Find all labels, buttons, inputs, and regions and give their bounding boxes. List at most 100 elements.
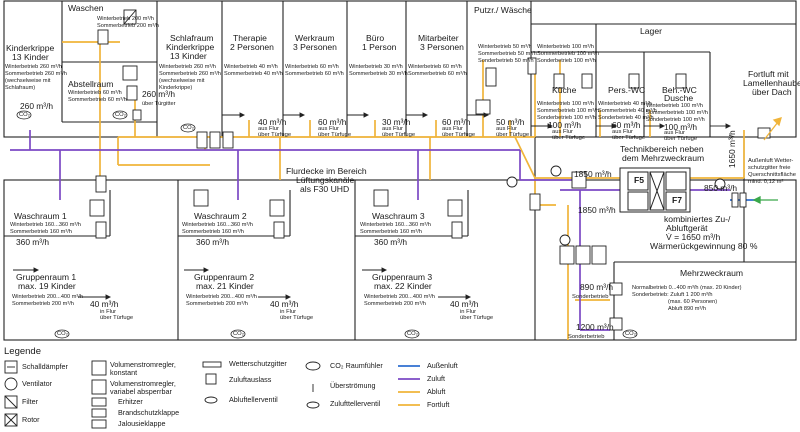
co2-label-2: CO₂ [115,112,126,118]
waschen-winter: Winterbetrieb 200 m³/h [97,16,154,22]
gruppe1-winter: Winterbetrieb 200...400 m³/h [12,294,83,300]
perswc-extra: Sonderbetrieb 40 m³/h [598,115,654,121]
mehrzweck-line2: Sonderbetrieb: Zuluft 1 200 m³/h [632,292,713,298]
kinderkrippe-note: (wechselweise mit [5,78,51,84]
mitarbeiter-winter: Winterbetrieb 60 m³/h [408,64,462,70]
abstellraum-summer: Sommerbetrieb 60 m³/h [68,97,127,103]
gruppe3-winter: Winterbetrieb 200...400 m³/h [364,294,435,300]
gruppe3-flow-note2: über Türfuge [460,315,494,321]
mehrzweck-line1: Normalbetrieb 0...400 m³/h (max. 20 Kind… [632,285,742,291]
behwc-flow: 100 m³/h [664,122,698,132]
werkraum-flow: 60 m³/h [318,117,347,127]
legend-vsr-konstant: Volumenstromregler, [110,360,176,369]
door-arrows [13,112,732,300]
putzr-name: Putzr./ Wäsche [474,5,532,15]
mitarbeiter-name: Mitarbeiter [418,33,459,43]
therapie-winter: Winterbetrieb 40 m³/h [224,64,278,70]
behwc-winter: Winterbetrieb 100 m³/h [646,103,703,109]
gruppe3-summer: Sommerbetrieb 200 m³/h [364,301,426,307]
gruppe1-flow-note2: über Türfuge [100,315,134,321]
mehrzweck-line3: (max. 60 Personen) [668,299,718,305]
gruppe1-summer: Sommerbetrieb 200 m³/h [12,301,74,307]
buero-name: Büro [366,33,385,43]
perswc-winter: Winterbetrieb 40 m³/h [598,101,652,107]
werkraum-flow-note2: über Türfuge [318,132,352,138]
legend-vsr-variabel-2: variabel absperrbar [110,387,172,396]
schlafraum-winter: Winterbetrieb 260 m³/h [159,64,216,70]
mitarbeiter-summer: Sommerbetrieb 60 m³/h [408,71,467,77]
kueche-flow: 100 m³/h [548,120,582,130]
buero-summer: Sommerbetrieb 30 m³/h [349,71,408,77]
mehrzweck-flow-a: 890 m³/h [580,282,614,292]
kinderkrippe-note2: Schlafraum) [5,85,36,91]
legend-symbols [4,360,321,429]
legend-fortluft: Fortluft [427,400,450,409]
fortluft-line3: über Dach [752,87,792,97]
lager-summer: Sommerbetrieb 100 m³/h [537,51,599,57]
werkraum-capacity: 3 Personen [293,42,337,52]
werkraum-summer: Sommerbetrieb 60 m³/h [285,71,344,77]
therapie-flow: 40 m³/h [258,117,287,127]
gruppe2-name: Gruppenraum 2 [194,272,255,282]
unit-flow-right: 850 m³/h [704,183,738,193]
schlafraum-note: (wechselweise mit [159,78,205,84]
lager-name: Lager [640,26,662,36]
legend-zuluft: Zuluft [427,374,445,383]
waschraum1-flow: 360 m³/h [16,237,50,247]
outdoor-air-arrow [752,195,778,205]
perswc-name: Pers.-WC [608,85,646,95]
aussenluft-line4: mind. 0,12 m² [748,179,784,185]
abstellraum-winter: Winterbetrieb 60 m³/h [68,90,122,96]
mitarbeiter-flow-note2: über Türfuge [442,132,476,138]
gruppe2-capacity: max. 21 Kinder [196,281,254,291]
mehrzweck-flow-a-note: Sonderbetrieb [572,294,609,300]
waschraum1-summer: Sommerbetrieb 160 m³/h [10,229,72,235]
werkraum-name: Werkraum [295,33,335,43]
legend-brandschutzklappe: Brandschutzklappe [118,408,180,417]
legend-schalldaempfer: Schalldämpfer [22,362,68,371]
unit-fan-supply: F5 [634,175,645,185]
legend-zuluftauslass: Zuluftauslass [229,375,272,384]
putzr-extra: Sonderbetrieb 50 m³/h [478,58,534,64]
buero-flow-note2: über Türfuge [382,132,416,138]
mitarbeiter-flow-note: aus Flur [442,126,463,132]
therapie-capacity: 2 Personen [230,42,274,52]
technik-line2: dem Mehrzweckraum [622,153,705,163]
putzr-flow: 50 m³/h [496,117,525,127]
mitarbeiter-flow: 60 m³/h [442,117,471,127]
gruppe2-flow: 40 m³/h [270,299,299,309]
gruppe1-capacity: max. 19 Kinder [18,281,76,291]
waschraum3-winter: Winterbetrieb 160...360 m³/h [360,222,431,228]
kueche-winter: Winterbetrieb 100 m³/h [537,101,594,107]
flurdecke-line2: Lüftungskanäle [296,175,355,185]
gruppe1-flow-note: in Flur [100,309,117,315]
schlafraum-subtitle: Kinderkrippe [166,42,215,52]
mehrzweck-flow-b-note: Sonderbetrieb [568,334,605,340]
legend-zulufttellerventil: Zulufttellerventil [330,399,381,408]
unit-line4: Wärmerückgewinnung 80 % [650,241,758,251]
gruppe2-summer: Sommerbetrieb 200 m³/h [186,301,248,307]
unit-flow-top: 1850 m³/h [574,169,612,179]
legend-aussenluft: Außenluft [427,361,458,370]
kinderkrippe-flow: 260 m³/h [20,101,54,111]
aussenluft-line3: Querschnittsfläche [748,172,797,178]
behwc-extra: Sonderbetrieb 100 m³/h [646,117,705,123]
schlafraum-note2: Kinderkrippe) [159,85,193,91]
air-handling-unit [619,167,691,213]
werkraum-winter: Winterbetrieb 60 m³/h [285,64,339,70]
ventilator-symbols [506,165,726,246]
kueche-name: Küche [552,85,577,95]
waschraum2-winter: Winterbetrieb 160...360 m³/h [182,222,253,228]
kinderkrippe-capacity: 13 Kinder [12,52,49,62]
putzr-flow-note2: über Türfuge [496,132,530,138]
schlafraum-capacity: 13 Kinder [170,51,207,61]
mehrzweck-name: Mehrzweckraum [680,268,744,278]
legend-filter: Filter [22,397,38,406]
co2-label-3: CO₂ [183,125,194,131]
mehrzweck-line4: Abluft 890 m³/h [668,306,706,312]
legend-vsr-variabel: Volumenstromregler, [110,379,176,388]
unit-flow-bottom: 1850 m³/h [578,205,616,215]
putzr-flow-note: aus Flur [496,126,517,132]
perswc-flow-note2: über Türfuge [612,135,646,141]
